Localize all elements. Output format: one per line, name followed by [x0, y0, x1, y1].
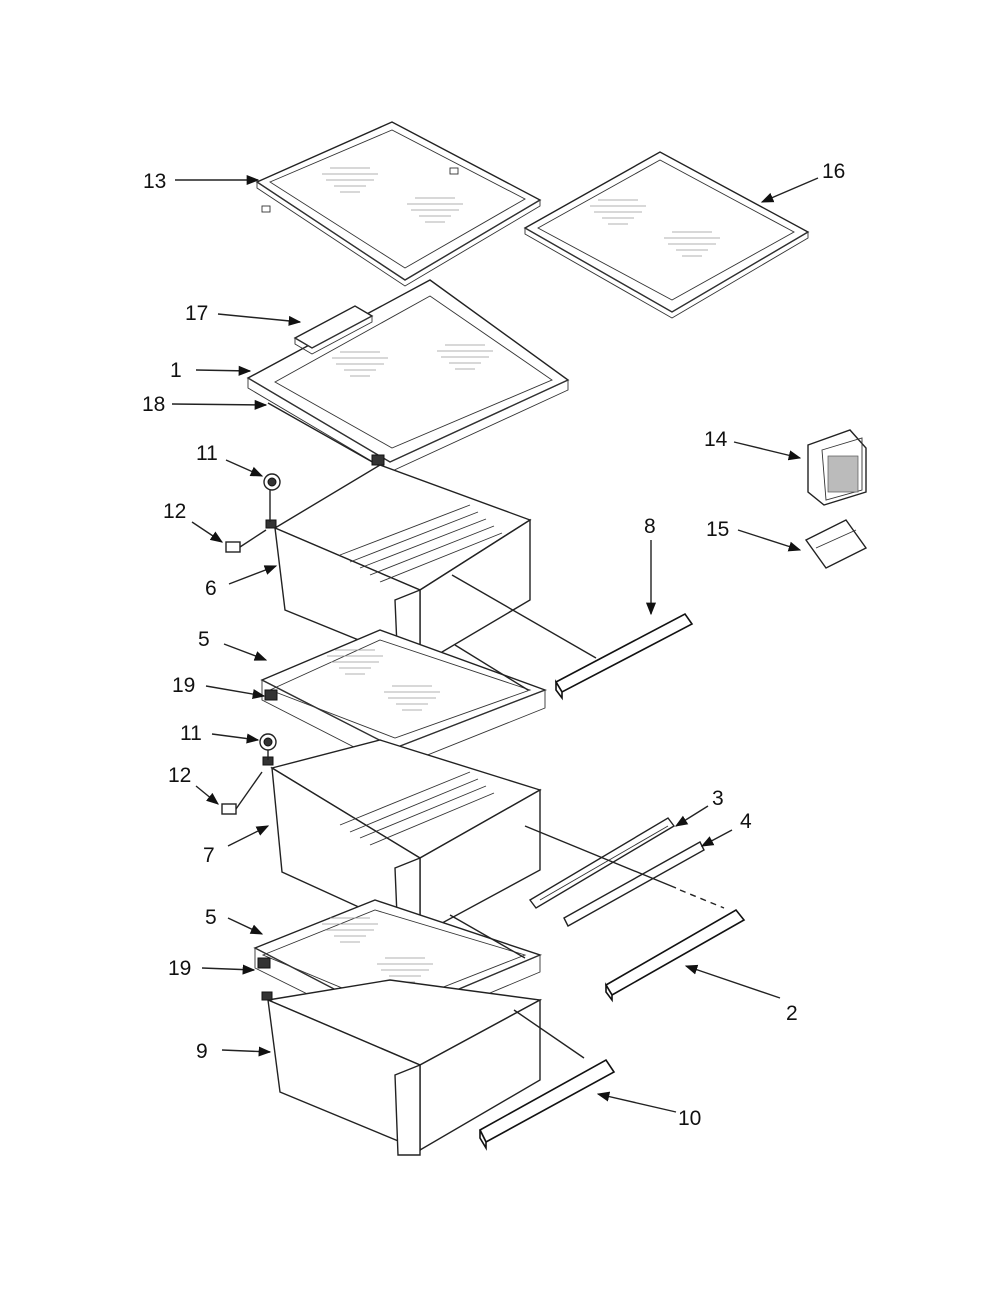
- callout-5a: 5: [198, 628, 210, 651]
- slide-rail-3: [528, 817, 676, 909]
- humidity-control-11a: [263, 473, 281, 491]
- drawer-rail-2: [524, 825, 746, 1003]
- glass-shelf-16: [523, 151, 810, 319]
- glass-shelf-13: [255, 121, 542, 287]
- callout-2: 2: [786, 1002, 798, 1025]
- callout-3: 3: [712, 787, 724, 810]
- callout-17: 17: [185, 302, 208, 325]
- drawer-rail-8: [451, 574, 694, 701]
- callout-19b: 19: [168, 957, 191, 980]
- filter-housing-14: [807, 429, 867, 506]
- callout-labels: 13 16 17 1 18 11 12 6 8 5 19 11 12 7 14 …: [142, 160, 845, 1130]
- leader-arrows: [171, 174, 819, 1113]
- callout-6: 6: [205, 577, 217, 600]
- callout-11a: 11: [196, 442, 218, 465]
- callout-11b: 11: [180, 722, 202, 745]
- callout-12a: 12: [163, 500, 186, 523]
- callout-5b: 5: [205, 906, 217, 929]
- callout-15: 15: [706, 518, 729, 541]
- crisper-cover-1: [246, 279, 570, 473]
- callout-10: 10: [678, 1107, 701, 1130]
- humidity-control-11b: [259, 733, 277, 751]
- callout-8: 8: [644, 515, 656, 538]
- callout-4: 4: [740, 810, 752, 833]
- callout-1: 1: [170, 359, 182, 382]
- drawer-9: [261, 979, 543, 1156]
- callout-9: 9: [196, 1040, 208, 1063]
- callout-18: 18: [142, 393, 165, 416]
- callout-14: 14: [704, 428, 728, 451]
- cover-insert-17: [293, 305, 374, 355]
- callout-16: 16: [822, 160, 845, 183]
- callout-12b: 12: [168, 764, 191, 787]
- filter-cover-15: [804, 519, 868, 569]
- drawer-rail-10: [478, 1009, 616, 1151]
- callout-19a: 19: [172, 674, 195, 697]
- slide-12a: [225, 529, 267, 553]
- callout-13: 13: [143, 170, 166, 193]
- callout-7: 7: [203, 844, 215, 867]
- slide-rail-4: [563, 841, 705, 927]
- slide-12b: [221, 771, 263, 815]
